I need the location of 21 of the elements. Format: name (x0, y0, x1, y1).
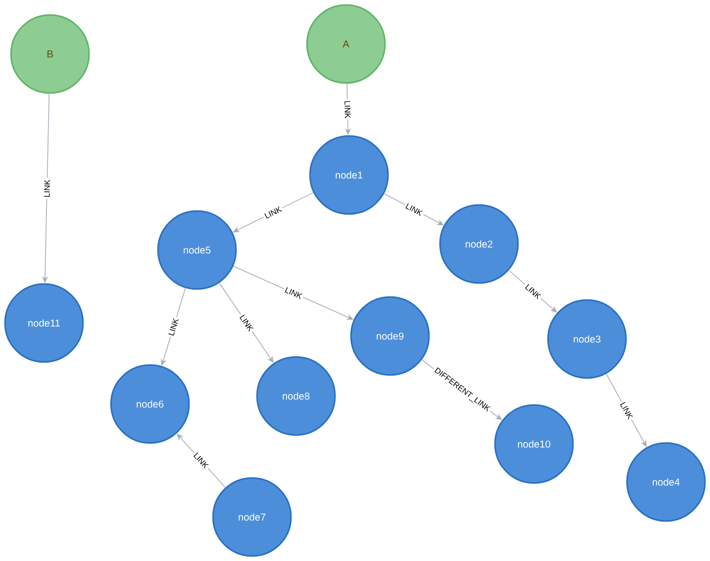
edge-label: LINK (42, 178, 52, 199)
graph-node: node6 (110, 364, 190, 444)
edge-label: LINK (402, 200, 426, 218)
graph-node: A (306, 4, 386, 84)
graph-node: node4 (626, 442, 706, 522)
graph-node: node5 (157, 210, 237, 290)
graph-node: node3 (547, 299, 627, 379)
graph-node: node11 (4, 283, 84, 363)
edge-label: LINK (166, 316, 181, 338)
graph-node: node7 (212, 477, 292, 557)
edge-label: LINK (343, 99, 352, 120)
graph-node: node9 (350, 296, 430, 376)
graph-node: B (10, 14, 90, 94)
edge-label: LINK (282, 284, 305, 302)
graph-node: node8 (256, 356, 336, 436)
edge-label: LINK (618, 399, 636, 422)
graph-node: node1 (309, 135, 389, 215)
edge-label: LINK (262, 204, 284, 221)
graph-node: node2 (439, 204, 519, 284)
graph-node: node10 (494, 404, 574, 484)
arrow (176, 434, 226, 488)
